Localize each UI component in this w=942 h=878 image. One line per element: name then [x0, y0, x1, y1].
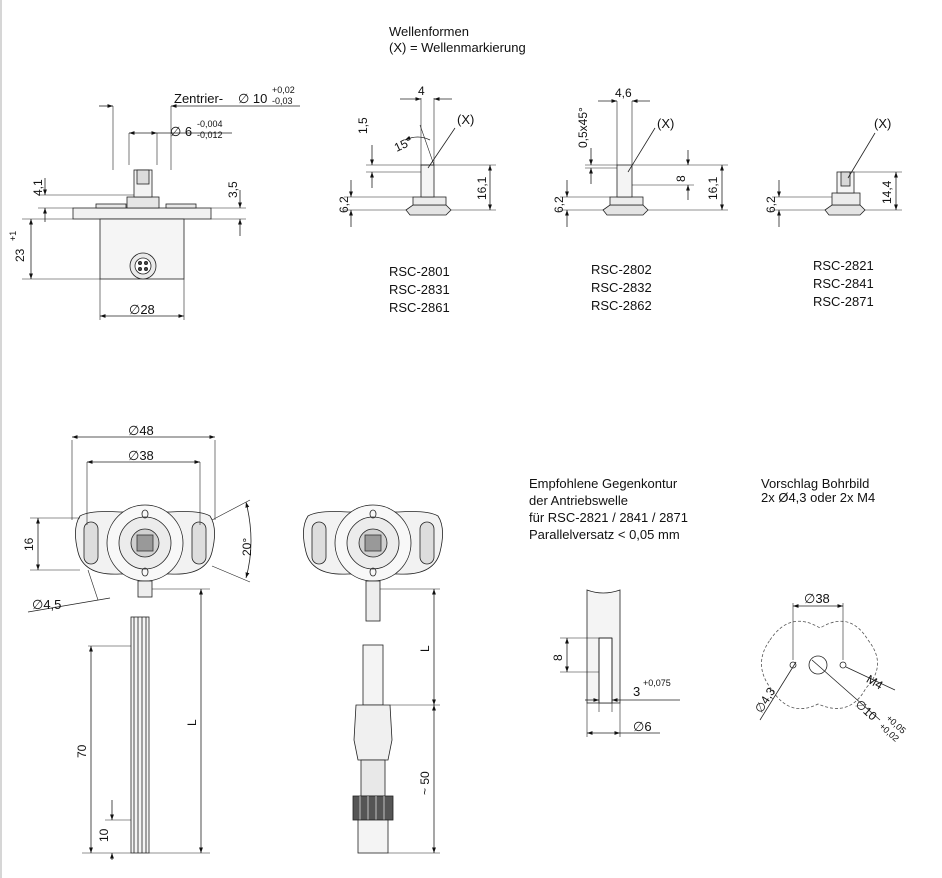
- centering-diameter: ∅ 10: [238, 91, 268, 106]
- shaft-tolerance-lower: -0,012: [197, 130, 223, 140]
- shaft-c-model-3: RSC-2871: [813, 294, 874, 309]
- centering-tolerance-lower: -0,03: [272, 96, 293, 106]
- shaft-a-model-2: RSC-2831: [389, 282, 450, 297]
- bl-dim-70: 70: [75, 744, 89, 758]
- drawing-title: Wellenformen: [389, 24, 469, 39]
- centering-tolerance-upper: +0,02: [272, 85, 295, 95]
- top-view-cable-version: [27, 435, 252, 860]
- shaft-c-model-2: RSC-2841: [813, 276, 874, 291]
- counter-contour-line-4: Parallelversatz < 0,05 mm: [529, 527, 680, 542]
- shaft-b-dim-4-6: 4,6: [615, 86, 632, 100]
- bl-dim-10: 10: [97, 828, 111, 842]
- cc-dim-8: 8: [551, 654, 565, 661]
- top-view-connector-version: [303, 504, 443, 854]
- bm-dim-L: L: [418, 645, 432, 652]
- shaft-a-dim-6-2: 6,2: [337, 196, 351, 213]
- shaft-a-model-1: RSC-2801: [389, 264, 450, 279]
- counter-contour-line-1: Empfohlene Gegenkontur: [529, 476, 678, 491]
- bl-dim-20deg: 20°: [240, 537, 254, 556]
- shaft-c-dim-14-4: 14,4: [880, 180, 894, 204]
- shaft-b-dim-16-1: 16,1: [706, 176, 720, 200]
- shaft-c-dim-6-2: 6,2: [764, 196, 778, 213]
- shaft-b-model-2: RSC-2832: [591, 280, 652, 295]
- shaft-a-dim-4: 4: [418, 84, 425, 98]
- shaft-a-dim-1-5: 1,5: [356, 117, 370, 134]
- bl-dim-48: ∅48: [128, 423, 154, 438]
- shaft-b-dim-6-2: 6,2: [552, 196, 566, 213]
- shaft-b-chamfer: 0,5x45°: [576, 107, 590, 148]
- cc-dim-6: ∅6: [633, 719, 652, 734]
- shaft-b-marker: (X): [657, 116, 675, 131]
- cc-dim-3-tolerance: +0,075: [643, 678, 671, 688]
- cc-dim-3: 3: [633, 684, 641, 699]
- shaft-a-marker: (X): [457, 112, 475, 127]
- shaft-form-c: [772, 132, 902, 227]
- dim-23: 23: [13, 248, 27, 262]
- side-view-sensor: [22, 104, 300, 320]
- counter-contour-line-2: der Antriebswelle: [529, 493, 628, 508]
- hp-dim-38: ∅38: [804, 591, 830, 606]
- hole-pattern-line-1: Vorschlag Bohrbild: [761, 476, 870, 491]
- bl-dim-16: 16: [22, 537, 36, 551]
- shaft-c-marker: (X): [874, 116, 892, 131]
- dim-23-tolerance: +1: [8, 230, 18, 241]
- counter-contour-line-3: für RSC-2821 / 2841 / 2871: [529, 510, 688, 525]
- shaft-diameter: ∅ 6: [170, 124, 193, 139]
- shaft-form-b: [560, 99, 728, 227]
- dim-28: ∅28: [129, 302, 155, 317]
- shaft-a-dim-16-1: 16,1: [475, 176, 489, 200]
- dim-4-1: 4,1: [31, 179, 45, 196]
- shaft-c-model-1: RSC-2821: [813, 258, 874, 273]
- counter-contour-detail: [560, 589, 680, 737]
- shaft-tolerance-upper: -0,004: [197, 119, 223, 129]
- hole-pattern-detail: [759, 603, 896, 721]
- bm-dim-50: ~ 50: [418, 771, 432, 795]
- bl-dim-4-5: ∅4,5: [32, 597, 62, 612]
- shaft-b-model-3: RSC-2862: [591, 298, 652, 313]
- shaft-a-model-3: RSC-2861: [389, 300, 450, 315]
- dim-3-5: 3,5: [226, 181, 240, 198]
- shaft-form-a: [344, 97, 496, 227]
- shaft-b-dim-8: 8: [674, 175, 688, 182]
- hole-pattern-line-2: 2x Ø4,3 oder 2x M4: [761, 490, 876, 505]
- shaft-b-model-1: RSC-2802: [591, 262, 652, 277]
- drawing-subtitle: (X) = Wellenmarkierung: [389, 40, 526, 55]
- bl-dim-38: ∅38: [128, 448, 154, 463]
- bl-dim-L: L: [185, 719, 199, 726]
- centering-label: Zentrier-: [174, 91, 224, 106]
